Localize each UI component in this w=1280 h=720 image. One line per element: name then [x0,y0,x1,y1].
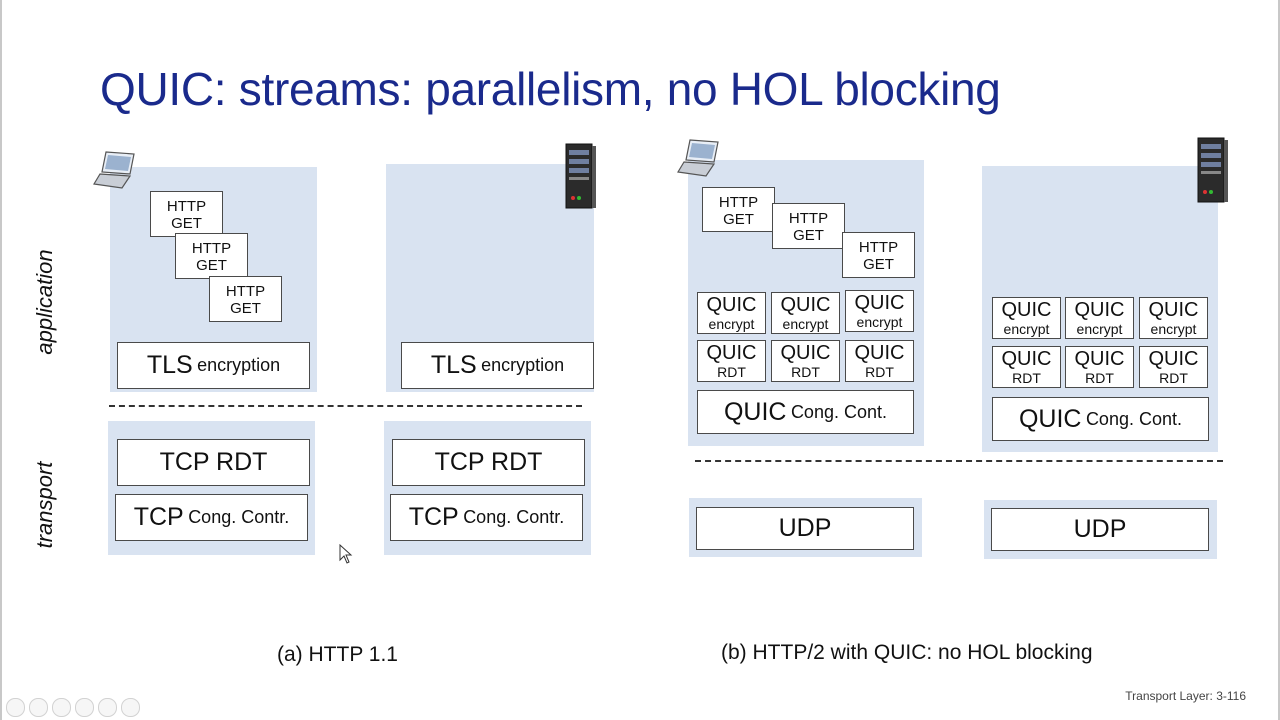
cong-sub-label: Cong. Cont. [790,401,887,422]
mouse-cursor-icon [339,544,353,564]
quic-label: QUIC [1001,347,1052,370]
cong-sub-label: Cong. Cont. [1085,408,1182,429]
quic-label: QUIC [1074,347,1125,370]
tcp-cc-sub-label: Cong. Contr. [188,507,290,527]
encrypt-label: encrypt [1150,320,1197,337]
more-options-icon[interactable] [121,698,140,717]
laptop-icon [93,151,135,189]
pen-icon[interactable] [52,698,71,717]
rdt-label: RDT [1012,369,1041,386]
quic-label: QUIC [854,341,905,364]
transport-layer-label: transport [32,461,57,549]
http-get-box: HTTP GET [209,276,282,322]
client-tls-box: TLS encryption [117,342,310,389]
caption-quic: (b) HTTP/2 with QUIC: no HOL blocking [721,641,1093,664]
quic-label: QUIC [1148,298,1199,321]
quic-label: QUIC [1001,298,1052,321]
application-layer-label: application [32,249,57,355]
server-icon [565,143,596,209]
http-get-box: HTTP GET [842,232,915,278]
client-tcp-rdt-box: TCP RDT [117,439,310,486]
slide-title: QUIC: streams: parallelism, no HOL block… [100,63,1001,115]
quic-label: QUIC [780,293,831,316]
tcp-label: TCP [133,503,184,531]
quic-label: QUIC [1148,347,1199,370]
http-get-box: HTTP GET [175,233,248,279]
slides-grid-icon[interactable] [75,698,94,717]
tls-sub-label: encryption [481,355,565,375]
zoom-icon[interactable] [98,698,117,717]
laptop-icon [677,139,719,177]
http-get-box: HTTP GET [772,203,845,249]
next-slide-icon[interactable] [29,698,48,717]
tcp-label: TCP [408,503,459,531]
quic-label: QUIC [1018,404,1082,433]
layer-separator [109,405,582,407]
encrypt-label: encrypt [708,315,755,332]
client-udp-box: UDP [696,507,914,550]
server-quic-cong-box: QUIC Cong. Cont. [992,397,1209,441]
quic-label: QUIC [780,341,831,364]
encrypt-label: encrypt [1076,320,1123,337]
prev-slide-icon[interactable] [6,698,25,717]
http-get-box: HTTP GET [702,187,775,232]
layer-separator [695,460,1223,462]
tls-label: TLS [146,351,193,379]
server-tls-box: TLS encryption [401,342,594,389]
server-udp-box: UDP [991,508,1209,551]
quic-label: QUIC [706,341,757,364]
encrypt-label: encrypt [856,313,903,330]
rdt-label: RDT [1159,369,1188,386]
rdt-label: RDT [717,363,746,380]
left-edge [0,0,2,720]
caption-http11: (a) HTTP 1.1 [277,643,398,666]
quic-label: QUIC [706,293,757,316]
rdt-label: RDT [791,363,820,380]
encrypt-label: encrypt [782,315,829,332]
quic-label: QUIC [854,291,905,314]
server-icon [1197,137,1228,203]
slide-nav-toolbar [6,698,140,717]
http-get-box: HTTP GET [150,191,223,237]
tcp-cc-sub-label: Cong. Contr. [463,507,565,527]
tls-sub-label: encryption [197,355,281,375]
quic-label: QUIC [1074,298,1125,321]
client-quic-cong-box: QUIC Cong. Cont. [697,390,914,434]
server-tcp-cc-box: TCP Cong. Contr. [390,494,583,541]
tls-label: TLS [430,351,477,379]
right-edge [1278,0,1280,720]
rdt-label: RDT [1085,369,1114,386]
encrypt-label: encrypt [1003,320,1050,337]
client-tcp-cc-box: TCP Cong. Contr. [115,494,308,541]
rdt-label: RDT [865,363,894,380]
server-tcp-rdt-box: TCP RDT [392,439,585,486]
quic-label: QUIC [723,397,787,426]
slide-footer: Transport Layer: 3-116 [1125,689,1246,703]
